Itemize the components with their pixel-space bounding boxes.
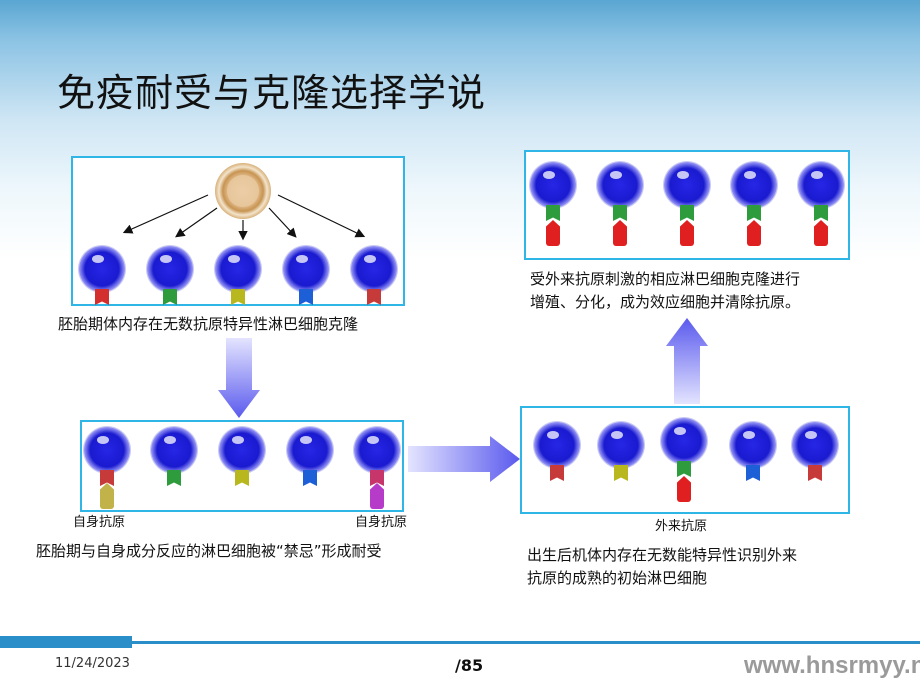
lymphocyte-clone	[731, 162, 777, 246]
lymphocyte-clone	[287, 427, 333, 507]
footer-bar	[0, 636, 920, 648]
embryonic-clones-panel	[71, 156, 405, 306]
clonal-expansion-caption-1: 受外来抗原刺激的相应淋巴细胞克隆进行	[530, 270, 801, 288]
lymphocyte-clone	[664, 162, 710, 246]
lymphocyte-clone	[79, 246, 125, 326]
tolerance-panel	[80, 420, 404, 512]
lymphocyte-clone	[351, 246, 397, 326]
embryonic-clones-caption: 胚胎期体内存在无数抗原特异性淋巴细胞克隆	[58, 315, 359, 333]
stem-cell-diagram	[122, 163, 366, 241]
lymphocyte-clone	[530, 162, 576, 246]
down-arrow-icon	[218, 338, 260, 418]
self-antigen	[100, 483, 114, 509]
mature-lymphocytes-panel	[520, 406, 850, 514]
up-arrow-icon	[666, 318, 708, 404]
foreign-antigen-label: 外来抗原	[655, 519, 708, 534]
lymphocyte-clone	[147, 246, 193, 326]
lymphocyte-clone	[215, 246, 261, 326]
slide-date: 11/24/2023	[55, 656, 130, 671]
lymphocyte-clone	[151, 427, 197, 507]
self-antigen-label-right: 自身抗原	[355, 515, 408, 530]
site-url: www.hnsrmyy.net	[744, 652, 920, 679]
lymphocyte-clone	[84, 427, 130, 509]
lymphocyte-clone	[354, 427, 400, 509]
lymphocyte-clone	[219, 427, 265, 507]
mature-lymphocytes-caption-2: 抗原的成熟的初始淋巴细胞	[527, 569, 708, 587]
lymphocyte-clone	[730, 422, 776, 502]
lymphocyte-clone	[283, 246, 329, 326]
lymphocyte-clone	[661, 418, 707, 502]
slide-title: 免疫耐受与克隆选择学说	[57, 71, 487, 115]
foreign-antigen	[680, 220, 694, 246]
foreign-antigen	[613, 220, 627, 246]
right-arrow-icon	[408, 436, 520, 482]
foreign-antigen	[814, 220, 828, 246]
lymphocyte-clone	[798, 162, 844, 246]
clonal-expansion-panel	[524, 150, 850, 260]
lymphocyte-clone	[792, 422, 838, 502]
self-antigen-label-left: 自身抗原	[73, 515, 126, 530]
self-antigen	[370, 483, 384, 509]
foreign-antigen	[747, 220, 761, 246]
lymphocyte-clone	[534, 422, 580, 502]
foreign-antigen	[677, 476, 691, 502]
lymphocyte-clone	[597, 162, 643, 246]
tolerance-caption: 胚胎期与自身成分反应的淋巴细胞被“禁忌”形成耐受	[36, 542, 382, 560]
foreign-antigen	[546, 220, 560, 246]
clonal-expansion-caption-2: 增殖、分化，成为效应细胞并清除抗原。	[530, 293, 801, 311]
lymphocyte-clone	[598, 422, 644, 502]
mature-lymphocytes-caption-1: 出生后机体内存在无数能特异性识别外来	[527, 546, 798, 564]
page-number: /85	[455, 656, 484, 675]
